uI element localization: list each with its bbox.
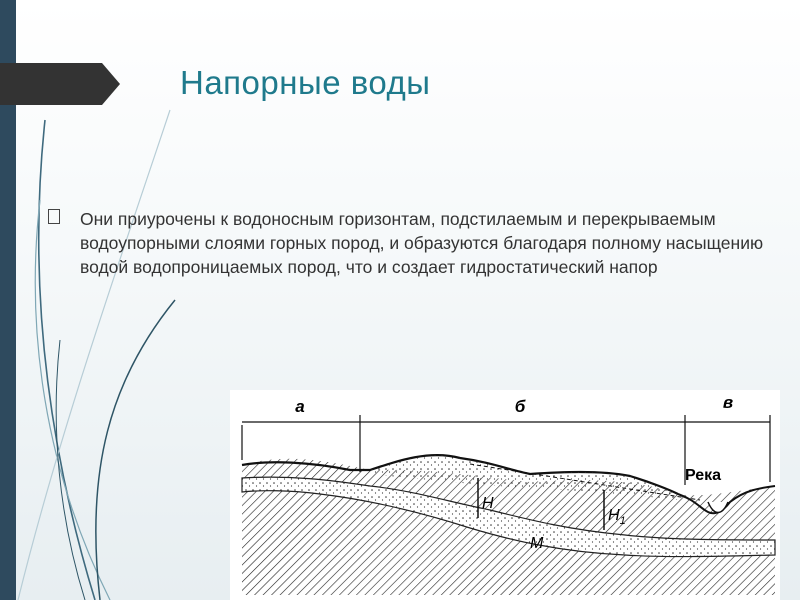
label-a: а: [295, 397, 304, 416]
piezometric-line: [469, 463, 701, 501]
label-M: М: [530, 535, 544, 552]
label-H1: Н1: [608, 507, 626, 527]
label-river: Река: [685, 467, 721, 484]
left-accent-bar: [0, 0, 16, 600]
surface-sediments: [370, 455, 678, 500]
bullet-icon: [48, 209, 60, 224]
upper-confining-layer: [242, 458, 775, 540]
river-channel: [707, 501, 729, 514]
title-tab-arrow: [0, 63, 120, 105]
slide-title: Напорные воды: [180, 64, 431, 101]
label-v: в: [723, 393, 733, 412]
bullet-text: Они приурочены к водоносным горизонтам, …: [80, 209, 764, 277]
aquifer-diagram: а б в Река Н Н1 М: [230, 390, 780, 600]
lower-confining-layer: [242, 490, 775, 595]
label-H: Н: [482, 495, 494, 512]
label-b: б: [515, 397, 526, 416]
